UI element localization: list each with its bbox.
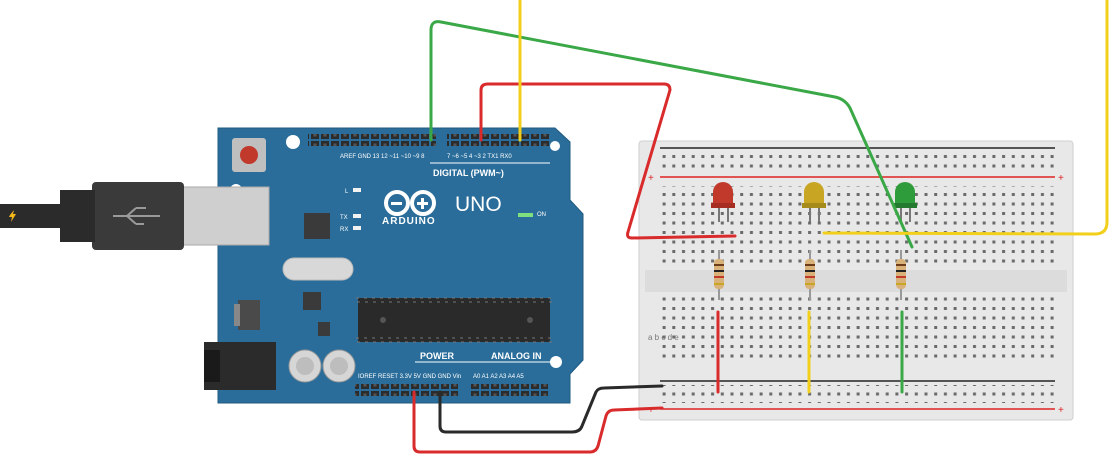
usb-port [182, 186, 270, 246]
wire-red-power [412, 390, 664, 454]
wire-green-signal [429, 20, 914, 249]
wire-red-signal [479, 82, 737, 240]
svg-text:+: + [648, 173, 654, 184]
crystal [282, 257, 354, 281]
digital-header-left [308, 134, 436, 146]
digital-pwm-label: DIGITAL (PWM~) [433, 168, 504, 178]
breadboard[interactable]: + + + + a b c d e [638, 140, 1074, 421]
led-red[interactable] [711, 182, 735, 222]
arduino-logo [384, 190, 436, 216]
led-yellow[interactable] [802, 182, 826, 222]
usb-cable [0, 182, 184, 250]
svg-text:7 ~6 ~5 4 ~3 2 TX1 RX0: 7 ~6 ~5 4 ~3 2 TX1 RX0 [447, 154, 512, 160]
resistor-1[interactable] [714, 250, 724, 300]
arduino-uno-board[interactable]: AREF GND 13 12 ~11 ~10 ~9 8 7 ~6 ~5 4 ~3… [182, 127, 584, 404]
usb-chip [304, 213, 330, 239]
voltage-regulator [238, 300, 260, 330]
board-brand-label: ARDUINO [382, 216, 436, 227]
power-label: POWER [420, 351, 455, 361]
on-led-label: ON [537, 212, 546, 218]
svg-text:+: + [1058, 405, 1064, 416]
mounting-hole [286, 135, 300, 149]
resistor-3[interactable] [896, 250, 906, 300]
resistor-2[interactable] [805, 250, 815, 300]
svg-text:AREF GND 13 12 ~11 ~10 ~9 8: AREF GND 13 12 ~11 ~10 ~9 8 [340, 154, 425, 160]
svg-text:a b c d e: a b c d e [648, 333, 679, 342]
power-header [355, 384, 458, 396]
wire-black-ground [438, 384, 664, 434]
atmega-chip [358, 298, 550, 342]
svg-text:A0 A1 A2 A3 A4 A5: A0 A1 A2 A3 A4 A5 [473, 374, 524, 380]
led-green[interactable] [893, 182, 917, 222]
svg-text:RX: RX [340, 227, 348, 233]
svg-text:+: + [1058, 173, 1064, 184]
svg-text:TX: TX [340, 215, 348, 221]
svg-text:+: + [648, 405, 654, 416]
board-model-label: UNO [455, 193, 502, 216]
analog-in-label: ANALOG IN [491, 351, 542, 361]
digital-header-right [447, 134, 550, 146]
wire-yellow-signal [518, 0, 1109, 236]
svg-text:L: L [345, 189, 349, 195]
analog-header [470, 384, 548, 396]
svg-text:IOREF RESET 3.3V 5V GND GND Vi: IOREF RESET 3.3V 5V GND GND Vin [358, 374, 461, 380]
